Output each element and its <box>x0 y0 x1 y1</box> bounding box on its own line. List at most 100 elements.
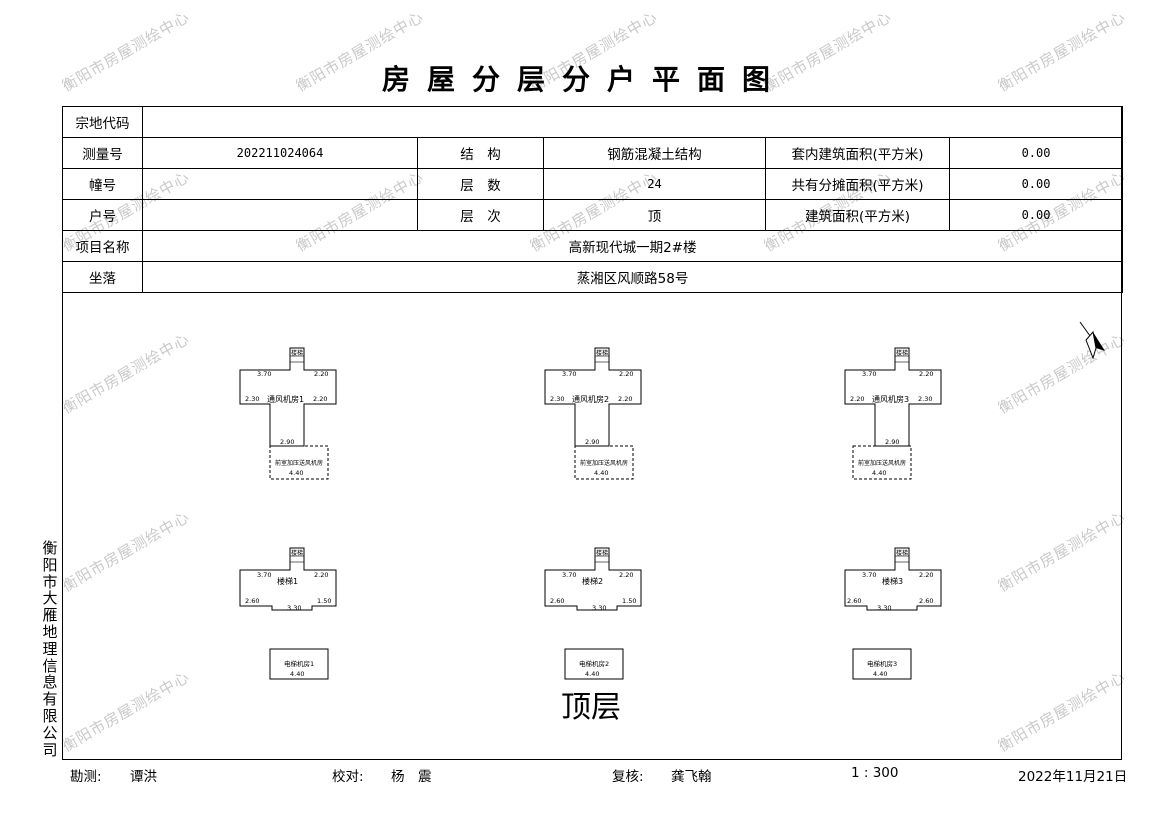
dim-label: 2.20 <box>619 571 633 579</box>
floors-label: 层 数 <box>417 168 544 200</box>
dim-label: 2.20 <box>850 395 864 403</box>
dim-label: 4.40 <box>873 670 887 678</box>
dim-label: 2.90 <box>280 438 294 446</box>
floor-plan: 楼梯 3.70 2.20 2.30 2.20 通风机房1 2.90 前室加压送风… <box>239 321 1105 680</box>
stair-label: 楼梯 <box>896 549 908 557</box>
dim-label: 1.50 <box>622 597 636 605</box>
dim-label: 4.40 <box>290 670 304 678</box>
check-label: 校对: <box>332 769 364 785</box>
dim-label: 2.30 <box>918 395 932 403</box>
review-value: 龚飞翰 <box>671 769 712 785</box>
elevator-room-group-3: 电梯机房3 4.40 <box>852 648 912 680</box>
dim-label: 4.40 <box>289 469 303 477</box>
structure-label: 结 构 <box>417 137 544 169</box>
location-label: 坐落 <box>62 261 143 293</box>
elevator-room-group-2: 电梯机房2 4.40 <box>564 648 624 680</box>
elevator-room-label: 电梯机房2 <box>579 659 609 668</box>
dim-label: 2.20 <box>618 395 632 403</box>
table-row: 坐落 蒸湘区风顺路58号 <box>62 261 1124 293</box>
page-title: 房屋分层分户平面图 <box>381 63 787 96</box>
location-value: 蒸湘区风顺路58号 <box>141 261 1124 293</box>
build-area-value: 0.00 <box>948 199 1124 231</box>
vent-room-label: 通风机房1 <box>267 394 304 404</box>
review-label: 复核: <box>612 769 644 785</box>
dim-label: 2.60 <box>919 597 933 605</box>
dim-label: 2.60 <box>550 597 564 605</box>
dim-label: 2.30 <box>550 395 564 403</box>
dim-label: 2.20 <box>314 571 328 579</box>
shared-area-value: 0.00 <box>948 168 1124 200</box>
stair-room-group-3: 楼梯 3.70 2.20 楼梯3 2.60 3.30 2.60 <box>844 547 942 612</box>
dim-label: 3.70 <box>862 571 876 579</box>
dim-label: 3.30 <box>287 604 301 612</box>
dim-label: 2.20 <box>919 370 933 378</box>
stair-label: 楼梯 <box>896 349 908 357</box>
floors-value: 24 <box>543 168 766 200</box>
shared-area-label: 共有分摊面积(平方米) <box>765 168 950 200</box>
smoke-room-label: 前室加压送风机房 <box>580 459 628 467</box>
table-row: 户号 层 次 顶 建筑面积(平方米) 0.00 <box>62 199 1124 231</box>
date-label: 2022年11月21日 <box>1018 769 1128 785</box>
smoke-room-label: 前室加压送风机房 <box>858 459 906 467</box>
elevator-room-label: 电梯机房3 <box>867 659 897 668</box>
floor-level-label: 顶层 <box>561 690 621 725</box>
stair-label: 楼梯 <box>291 549 303 557</box>
company-name: 衡阳市大雁地理信息有限公司 <box>42 539 58 759</box>
vent-room-group-1: 楼梯 3.70 2.20 2.30 2.20 通风机房1 2.90 前室加压送风… <box>239 347 337 480</box>
survey-label: 勘测: <box>70 769 102 785</box>
dim-label: 2.20 <box>314 370 328 378</box>
dim-label: 3.30 <box>877 604 891 612</box>
stair-label: 楼梯 <box>596 349 608 357</box>
dim-label: 2.90 <box>885 438 899 446</box>
stair-room-group-1: 楼梯 3.70 2.20 楼梯1 2.60 3.30 1.50 <box>239 547 337 612</box>
roof-stair-label: 楼梯1 <box>277 576 298 586</box>
vent-room-group-3: 楼梯 3.70 2.20 2.20 2.30 通风机房3 2.90 前室加压送风… <box>844 347 942 480</box>
dim-label: 3.70 <box>562 571 576 579</box>
inner-area-label: 套内建筑面积(平方米) <box>765 137 950 169</box>
check-value: 杨 震 <box>391 769 432 785</box>
survey-no-label: 测量号 <box>62 137 143 169</box>
floor-label: 层 次 <box>417 199 544 231</box>
building-value <box>142 168 418 200</box>
unit-value <box>142 199 418 231</box>
survey-value: 谭洪 <box>130 769 157 785</box>
survey-no-value: 202211024064 <box>142 137 418 169</box>
floor-value: 顶 <box>543 199 766 231</box>
dim-label: 3.70 <box>862 370 876 378</box>
inner-area-value: 0.00 <box>948 137 1124 169</box>
dim-label: 2.90 <box>585 438 599 446</box>
info-table: 宗地代码 测量号 202211024064 结 构 钢筋混凝土结构 套内建筑面积… <box>62 106 1124 293</box>
dim-label: 2.60 <box>245 597 259 605</box>
zongdi-value <box>141 106 1124 138</box>
zongdi-label: 宗地代码 <box>62 106 143 138</box>
stair-label: 楼梯 <box>596 549 608 557</box>
dim-label: 3.30 <box>592 604 606 612</box>
dim-label: 2.60 <box>847 597 861 605</box>
vent-room-group-2: 楼梯 3.70 2.20 2.30 2.20 通风机房2 2.90 前室加压送风… <box>544 347 642 480</box>
elevator-room-group-1: 电梯机房1 4.40 <box>269 648 329 680</box>
stair-label: 楼梯 <box>291 349 303 357</box>
vent-room-label: 通风机房3 <box>872 394 909 404</box>
dim-label: 4.40 <box>594 469 608 477</box>
vent-room-label: 通风机房2 <box>572 394 609 404</box>
north-arrow-icon <box>1079 321 1105 360</box>
table-row: 项目名称 高新现代城一期2#楼 <box>62 230 1124 262</box>
smoke-room-label: 前室加压送风机房 <box>275 459 323 467</box>
dim-label: 2.20 <box>919 571 933 579</box>
unit-label: 户号 <box>62 199 143 231</box>
table-row: 测量号 202211024064 结 构 钢筋混凝土结构 套内建筑面积(平方米)… <box>62 137 1124 169</box>
roof-stair-label: 楼梯2 <box>582 576 603 586</box>
elevator-room-label: 电梯机房1 <box>284 659 314 668</box>
dim-label: 3.70 <box>562 370 576 378</box>
building-label: 幢号 <box>62 168 143 200</box>
table-row: 宗地代码 <box>62 106 1124 138</box>
dim-label: 2.30 <box>245 395 259 403</box>
dim-label: 1.50 <box>317 597 331 605</box>
project-value: 高新现代城一期2#楼 <box>141 230 1124 262</box>
scale-label: 1 : 300 <box>851 765 899 781</box>
dim-label: 2.20 <box>619 370 633 378</box>
dim-label: 4.40 <box>585 670 599 678</box>
dim-label: 3.70 <box>257 571 271 579</box>
build-area-label: 建筑面积(平方米) <box>765 199 950 231</box>
stair-room-group-2: 楼梯 3.70 2.20 楼梯2 2.60 3.30 1.50 <box>544 547 642 612</box>
